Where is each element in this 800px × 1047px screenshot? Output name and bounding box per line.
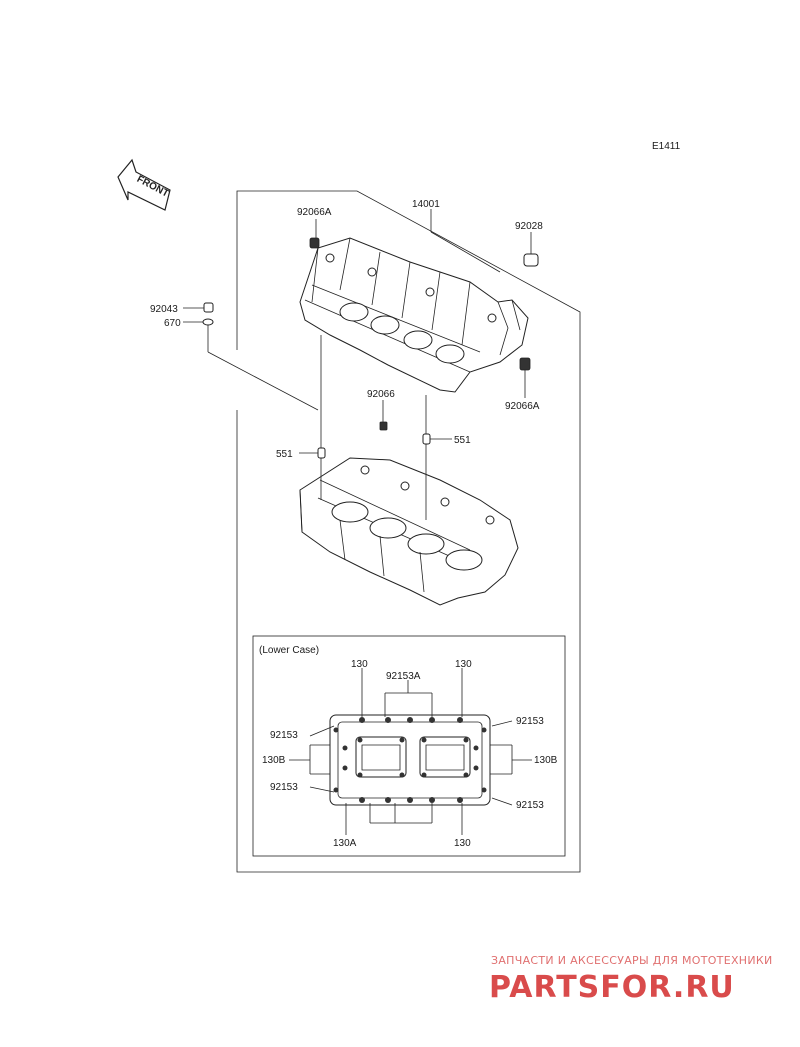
inset-label-130-tr: 130: [455, 659, 472, 670]
label-92028: 92028: [515, 221, 543, 232]
assembly-frame: [236, 190, 581, 873]
label-92066a-top: 92066A: [297, 207, 332, 218]
watermark-tagline: ЗАПЧАСТИ И АКСЕССУАРЫ ДЛЯ МОТОТЕХНИКИ: [491, 954, 773, 967]
label-92043: 92043: [150, 304, 178, 315]
inset-title: (Lower Case): [259, 645, 319, 656]
inset-label-130-tl: 130: [351, 659, 368, 670]
inset-label-92153-left: 92153: [270, 730, 298, 741]
inset-label-92153-right: 92153: [516, 716, 544, 727]
diagram-code: E1411: [652, 141, 681, 152]
lower-crankcase: [299, 457, 519, 606]
watermark: ЗАПЧАСТИ И АКСЕССУАРЫ ДЛЯ МОТОТЕХНИКИ PA…: [489, 954, 773, 1005]
label-670: 670: [164, 318, 181, 329]
label-92066: 92066: [367, 389, 395, 400]
inset-label-92153a: 92153A: [386, 671, 421, 682]
label-14001: 14001: [412, 199, 440, 210]
lower-case-inset: (Lower Case): [252, 635, 566, 857]
inset-label-130-bottom: 130: [454, 838, 471, 849]
label-92066a-right: 92066A: [505, 401, 540, 412]
inset-label-92153-bottom-left: 92153: [270, 782, 298, 793]
leader-lines: [183, 209, 532, 520]
inset-label-130b-right: 130B: [534, 755, 558, 766]
label-551-left: 551: [276, 449, 293, 460]
upper-crankcase: [299, 237, 529, 393]
watermark-brand: PARTSFOR.RU: [489, 970, 735, 1005]
inset-label-130b-left: 130B: [262, 755, 286, 766]
inset-label-130a: 130A: [333, 838, 357, 849]
label-551-right: 551: [454, 435, 471, 446]
inset-label-92153-bottom-right: 92153: [516, 800, 544, 811]
front-arrow-icon: FRONT: [117, 158, 171, 211]
